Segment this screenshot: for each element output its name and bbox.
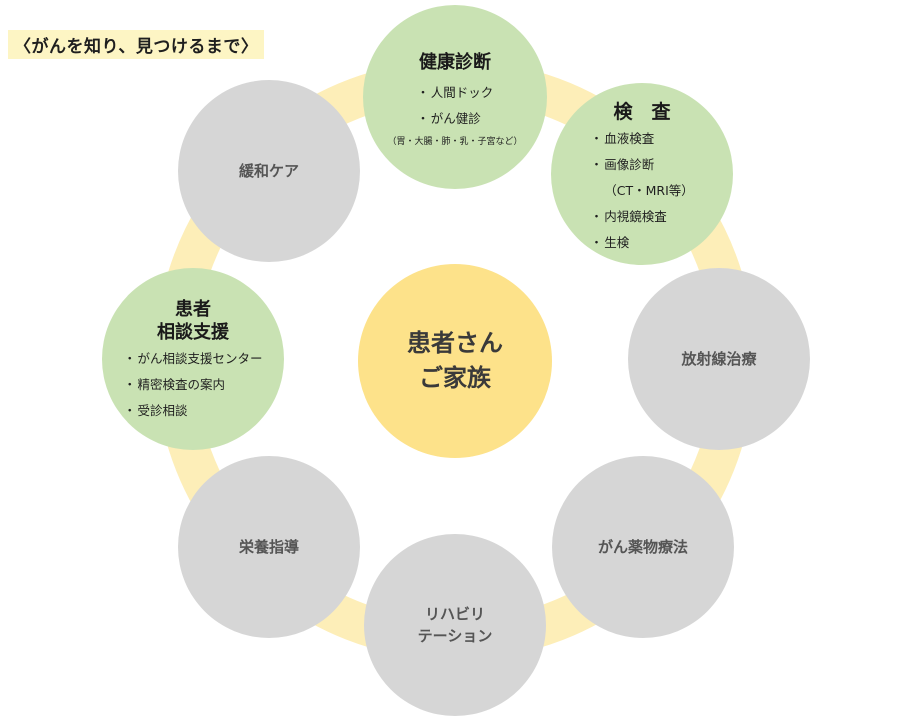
eiyo-title: 栄養指導 — [238, 537, 299, 556]
list-item: ・血液検査 — [590, 130, 655, 146]
list-item: ・がん健診 — [416, 110, 481, 126]
soudan-title-line2: 相談支援 — [157, 322, 229, 343]
kanwa-title: 緩和ケア — [238, 161, 299, 180]
list-item: ・画像診断 — [590, 156, 655, 172]
kensa-title: 検 査 — [613, 100, 671, 123]
soudan-list: ・がん相談支援センター ・精密検査の案内 ・受診相談 — [123, 346, 262, 424]
list-item: ・人間ドック — [416, 84, 494, 100]
yakubutsu-title: がん薬物療法 — [597, 537, 688, 556]
kenko-shindan-note: （胃・大腸・肺・乳・子宮など） — [387, 136, 523, 147]
rehab-title-line1: リハビリ — [424, 604, 485, 623]
kensa-circle: 検 査 ・血液検査 ・画像診断 （CT・MRI等） ・内視鏡検査 ・生検 — [551, 83, 733, 265]
list-item: ・がん相談支援センター — [123, 351, 263, 367]
eiyo-circle: 栄養指導 — [178, 456, 360, 638]
list-item: ・精密検査の案内 — [123, 377, 225, 393]
page-title: 〈がんを知り、見つけるまで〉 — [8, 30, 265, 59]
center-circle: 患者さん ご家族 — [358, 264, 552, 458]
list-item: ・生検 — [590, 234, 630, 250]
kenko-shindan-list: ・人間ドック ・がん健診 — [417, 80, 494, 132]
hoshasen-title: 放射線治療 — [681, 349, 757, 368]
hoshasen-circle: 放射線治療 — [628, 268, 810, 450]
kenko-shindan-circle: 健康診断 ・人間ドック ・がん健診 （胃・大腸・肺・乳・子宮など） — [363, 5, 547, 189]
kensa-list: ・血液検査 ・画像診断 （CT・MRI等） ・内視鏡検査 ・生検 — [590, 126, 694, 256]
center-label-line1: 患者さん — [407, 329, 503, 358]
kanwa-circle: 緩和ケア — [178, 80, 360, 262]
list-item: （CT・MRI等） — [604, 182, 694, 198]
center-label-line2: ご家族 — [419, 364, 491, 392]
list-item: ・受診相談 — [123, 403, 188, 419]
rehab-circle: リハビリ テーション — [364, 534, 546, 716]
rehab-title-line2: テーション — [417, 627, 493, 645]
soudan-circle: 患者 相談支援 ・がん相談支援センター ・精密検査の案内 ・受診相談 — [102, 268, 284, 450]
soudan-title-line1: 患者 — [175, 298, 211, 320]
yakubutsu-circle: がん薬物療法 — [552, 456, 734, 638]
kenko-shindan-title: 健康診断 — [419, 51, 491, 73]
list-item: ・内視鏡検査 — [590, 208, 667, 224]
